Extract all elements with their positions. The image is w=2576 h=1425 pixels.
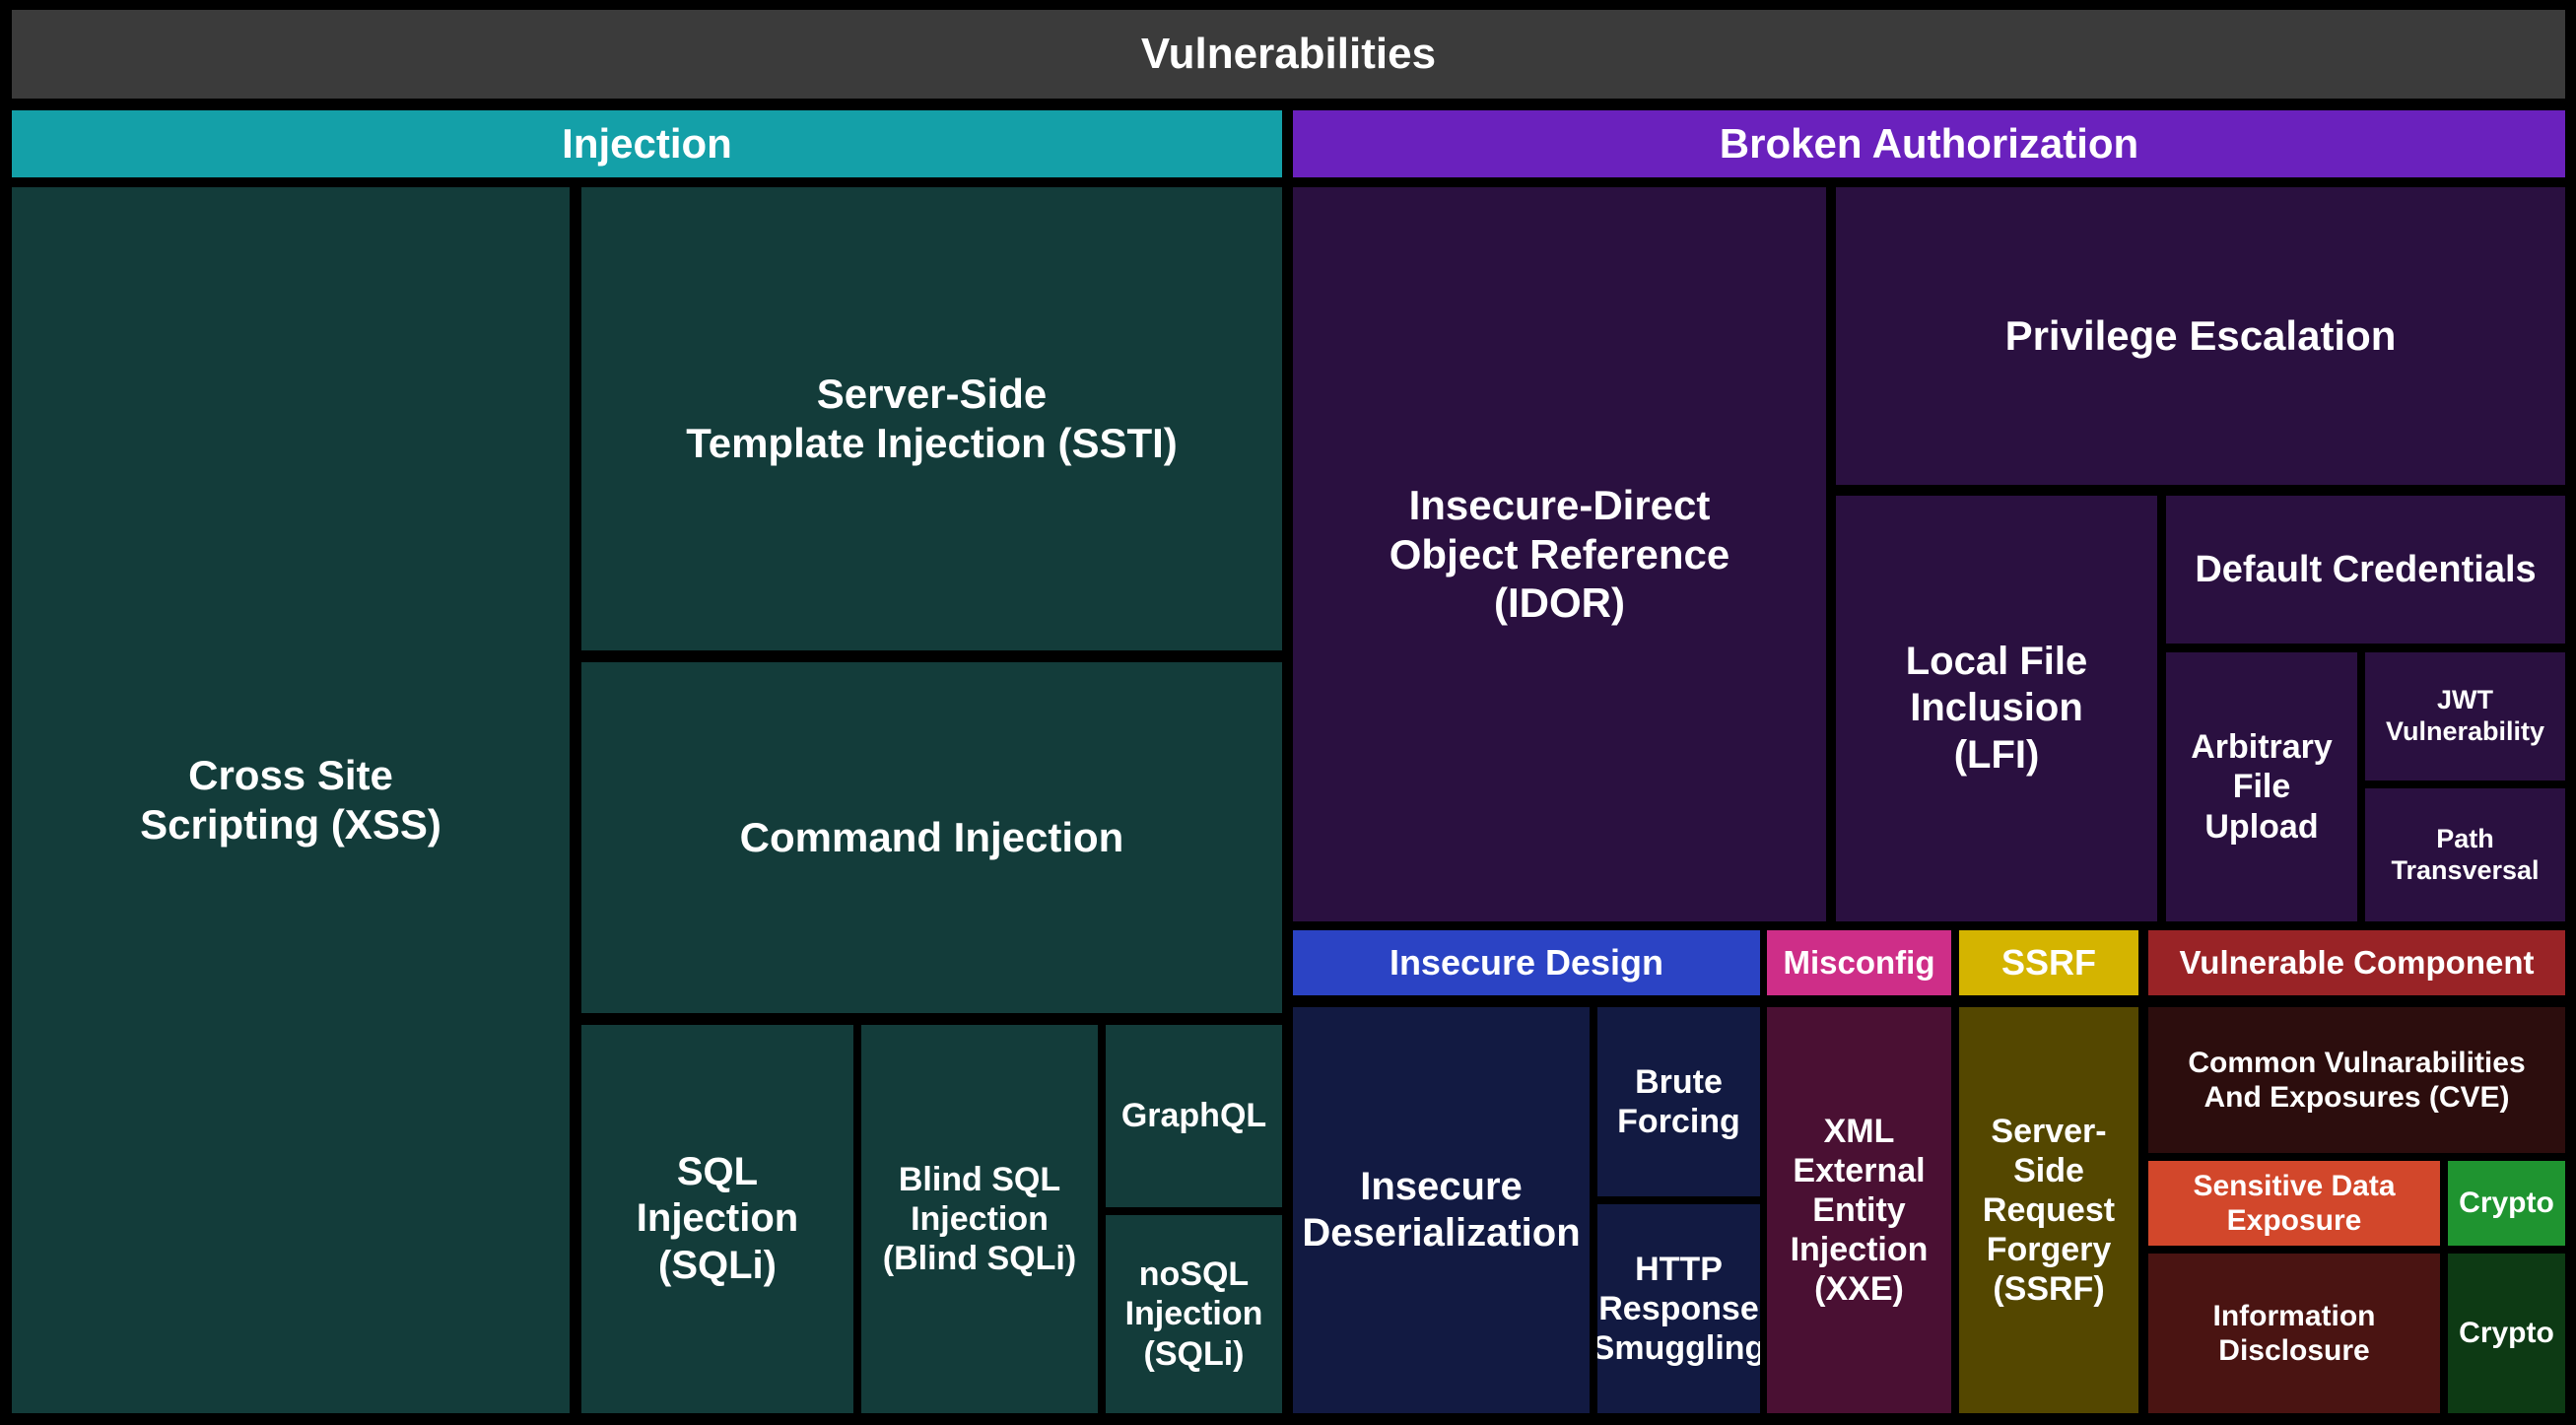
leaf-information-disclosure[interactable]: Information Disclosure (2148, 1254, 2440, 1413)
leaf-default-credentials-label: Default Credentials (2195, 548, 2537, 590)
group-header-injection[interactable]: Injection (12, 110, 1282, 177)
leaf-crypto-top-label: Crypto (2459, 1187, 2554, 1220)
leaf-crypto-bottom[interactable]: Crypto (2448, 1254, 2565, 1413)
leaf-xml-external-entity-injection-label: XML External Entity Injection (XXE) (1790, 1112, 1929, 1309)
leaf-common-vulnerabilities-and-exposures[interactable]: Common Vulnarabilities And Exposures (CV… (2148, 1007, 2565, 1153)
leaf-command-injection-label: Command Injection (739, 814, 1124, 861)
leaf-blind-sql-injection[interactable]: Blind SQL Injection (Blind SQLi) (861, 1025, 1098, 1413)
leaf-server-side-template-injection-label: Server-Side Template Injection (SSTI) (686, 371, 1178, 466)
group-header-misconfig[interactable]: Misconfig (1767, 930, 1951, 995)
leaf-insecure-direct-object-reference-label: Insecure-Direct Object Reference (IDOR) (1389, 482, 1730, 627)
leaf-sql-injection-label: SQL Injection (SQLi) (636, 1150, 799, 1287)
leaf-insecure-deserialization-label: Insecure Deserialization (1302, 1164, 1581, 1255)
group-header-broken-authorization[interactable]: Broken Authorization (1293, 110, 2565, 177)
leaf-arbitrary-file-upload-label: Arbitrary File Upload (2191, 728, 2333, 846)
leaf-sql-injection[interactable]: SQL Injection (SQLi) (581, 1025, 853, 1413)
leaf-path-transversal[interactable]: Path Transversal (2365, 788, 2565, 921)
leaf-local-file-inclusion[interactable]: Local File Inclusion (LFI) (1836, 496, 2157, 921)
leaf-xml-external-entity-injection[interactable]: XML External Entity Injection (XXE) (1767, 1007, 1951, 1413)
group-header-broken-authorization-label: Broken Authorization (1719, 120, 2139, 168)
leaf-insecure-direct-object-reference[interactable]: Insecure-Direct Object Reference (IDOR) (1293, 187, 1826, 921)
leaf-server-side-request-forgery-label: Server-Side Request Forgery (SSRF) (1982, 1112, 2116, 1309)
leaf-blind-sql-injection-label: Blind SQL Injection (Blind SQLi) (882, 1160, 1077, 1278)
leaf-cross-site-scripting[interactable]: Cross Site Scripting (XSS) (12, 187, 570, 1413)
group-header-misconfig-label: Misconfig (1783, 943, 1935, 981)
leaf-jwt-vulnerability[interactable]: JWT Vulnerability (2365, 652, 2565, 780)
leaf-brute-forcing-label: Brute Forcing (1617, 1062, 1740, 1140)
leaf-information-disclosure-label: Information Disclosure (2212, 1299, 2376, 1367)
leaf-http-response-smuggling-label: HTTP Response Smuggling (1597, 1250, 1760, 1368)
leaf-server-side-template-injection[interactable]: Server-Side Template Injection (SSTI) (581, 187, 1282, 650)
leaf-graphql[interactable]: GraphQL (1106, 1025, 1282, 1207)
leaf-privilege-escalation-label: Privilege Escalation (2004, 312, 2397, 360)
leaf-sensitive-data-exposure-label: Sensitive Data Exposure (2193, 1169, 2396, 1237)
leaf-nosql-injection-label: noSQL Injection (SQLi) (1124, 1255, 1263, 1373)
root-title-vulnerabilities[interactable]: Vulnerabilities (12, 10, 2565, 99)
group-header-insecure-design-label: Insecure Design (1389, 941, 1664, 983)
leaf-common-vulnerabilities-and-exposures-label: Common Vulnarabilities And Exposures (CV… (2188, 1046, 2526, 1114)
leaf-http-response-smuggling[interactable]: HTTP Response Smuggling (1597, 1204, 1760, 1413)
leaf-arbitrary-file-upload[interactable]: Arbitrary File Upload (2166, 652, 2357, 921)
group-header-ssrf[interactable]: SSRF (1959, 930, 2138, 995)
leaf-crypto-top[interactable]: Crypto (2448, 1161, 2565, 1246)
leaf-cross-site-scripting-label: Cross Site Scripting (XSS) (140, 752, 441, 848)
leaf-insecure-deserialization[interactable]: Insecure Deserialization (1293, 1007, 1590, 1413)
leaf-server-side-request-forgery[interactable]: Server-Side Request Forgery (SSRF) (1959, 1007, 2138, 1413)
leaf-sensitive-data-exposure[interactable]: Sensitive Data Exposure (2148, 1161, 2440, 1246)
leaf-default-credentials[interactable]: Default Credentials (2166, 496, 2565, 644)
leaf-brute-forcing[interactable]: Brute Forcing (1597, 1007, 1760, 1196)
root-title-label: Vulnerabilities (1140, 30, 1437, 79)
group-header-vulnerable-component-label: Vulnerable Component (2179, 943, 2535, 981)
leaf-crypto-bottom-label: Crypto (2459, 1317, 2554, 1350)
leaf-path-transversal-label: Path Transversal (2391, 823, 2540, 885)
leaf-jwt-vulnerability-label: JWT Vulnerability (2385, 685, 2545, 746)
leaf-command-injection[interactable]: Command Injection (581, 662, 1282, 1013)
leaf-nosql-injection[interactable]: noSQL Injection (SQLi) (1106, 1215, 1282, 1413)
leaf-local-file-inclusion-label: Local File Inclusion (LFI) (1905, 640, 2088, 777)
leaf-graphql-label: GraphQL (1120, 1097, 1267, 1135)
group-header-insecure-design[interactable]: Insecure Design (1293, 930, 1760, 995)
group-header-ssrf-label: SSRF (2000, 941, 2096, 983)
group-header-injection-label: Injection (562, 120, 732, 168)
leaf-privilege-escalation[interactable]: Privilege Escalation (1836, 187, 2565, 485)
group-header-vulnerable-component[interactable]: Vulnerable Component (2148, 930, 2565, 995)
